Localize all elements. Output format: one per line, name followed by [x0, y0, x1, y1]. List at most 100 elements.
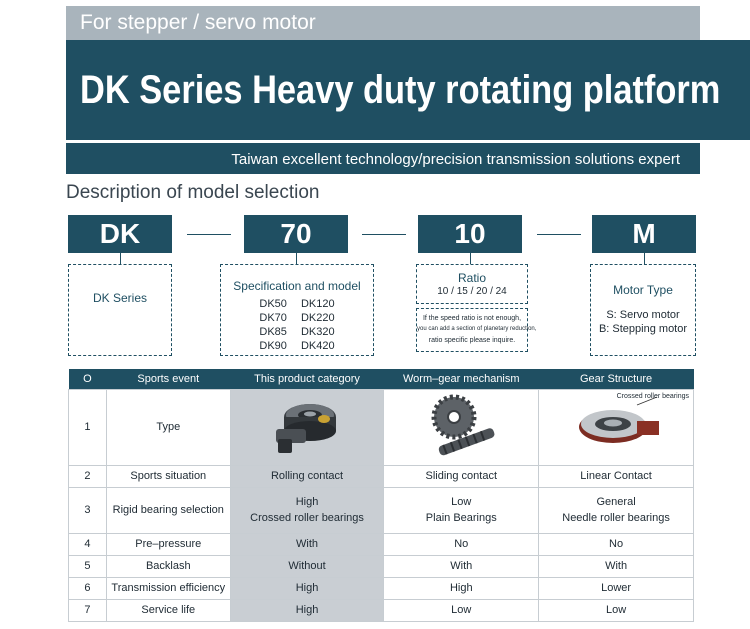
product-image-cell: [229, 388, 385, 466]
gear-image-cell: Crossed roller bearings: [538, 388, 694, 466]
row-event: Pre–pressure: [105, 532, 231, 556]
row-worm: High: [383, 576, 540, 600]
row-num: 3: [68, 486, 107, 534]
motor-stepping: B: Stepping motor: [598, 323, 688, 335]
header-product: This product category: [230, 369, 384, 389]
connector-line: [296, 253, 297, 264]
row-event: Type: [105, 388, 231, 466]
spec-models-left: DK50 DK70 DK85 DK90: [259, 297, 287, 353]
table-row: 6 Transmission efficiency High High Lowe…: [68, 576, 694, 600]
code-box-spec: 70: [244, 215, 348, 253]
row-num: 5: [68, 554, 107, 578]
model-item: DK320: [300, 326, 335, 338]
model-item: DK420: [300, 340, 335, 352]
model-item: DK85: [259, 326, 287, 338]
ratio-desc-box: Ratio 10 / 15 / 20 / 24: [416, 264, 528, 304]
row-event: Backlash: [105, 554, 231, 578]
row-product-line: High: [295, 496, 319, 508]
row-product: Rolling contact: [229, 464, 385, 488]
page-title: DK Series Heavy duty rotating platform: [80, 68, 721, 112]
row-worm-line: Low: [451, 496, 472, 508]
table-row: 5 Backlash Without With With: [68, 554, 694, 578]
model-item: DK70: [259, 312, 287, 324]
row-worm-line: Plain Bearings: [425, 512, 497, 524]
code-separator: [537, 234, 581, 235]
connector-line: [644, 253, 645, 264]
connector-line: [470, 253, 471, 264]
spec-models: DK50 DK70 DK85 DK90 DK120 DK220 DK320 DK…: [221, 297, 373, 353]
row-event: Rigid bearing selection: [105, 486, 231, 534]
row-event: Transmission efficiency: [105, 576, 231, 600]
spec-title: Specification and model: [233, 279, 361, 293]
header-event: Sports event: [106, 369, 231, 389]
worm-image-cell: [383, 388, 540, 466]
code-box-motor: M: [592, 215, 696, 253]
table-row: 2 Sports situation Rolling contact Slidi…: [68, 464, 694, 488]
motor-servo: S: Servo motor: [606, 309, 680, 321]
row-product: High Crossed roller bearings: [229, 486, 385, 534]
row-worm: Low Plain Bearings: [383, 486, 540, 534]
spec-desc-box: Specification and model DK50 DK70 DK85 D…: [220, 264, 374, 356]
ratio-note-line: If the speed ratio is not enough,: [422, 315, 522, 322]
header-title-band: DK Series Heavy duty rotating platform: [66, 40, 750, 140]
table-header-row: O Sports event This product category Wor…: [68, 369, 694, 389]
ratio-values: 10 / 15 / 20 / 24: [437, 286, 507, 297]
table-row: 1 Type: [68, 388, 694, 466]
row-gear: With: [538, 554, 694, 578]
motor-title: Motor Type: [613, 283, 673, 297]
model-item: DK50: [259, 298, 287, 310]
header-gear: Gear Structure: [538, 369, 694, 389]
row-worm: With: [383, 554, 540, 578]
table-row: 7 Service life High Low Low: [68, 598, 694, 622]
gear-structure-image: [579, 396, 660, 443]
row-gear-line: General: [596, 496, 636, 508]
row-event: Sports situation: [105, 464, 231, 488]
code-separator: [187, 234, 231, 235]
row-gear: Low: [538, 598, 694, 622]
ratio-note-box: If the speed ratio is not enough, you ca…: [416, 308, 537, 352]
selection-title: Description of model selection: [66, 182, 320, 203]
row-gear: Linear Contact: [538, 464, 694, 488]
row-num: 7: [68, 598, 107, 622]
code-separator: [362, 234, 406, 235]
row-product: Without: [229, 554, 385, 578]
row-product: High: [229, 598, 385, 622]
connector-line: [120, 253, 121, 264]
comparison-table: O Sports event This product category Wor…: [68, 369, 694, 622]
row-event: Service life: [105, 598, 231, 622]
row-num: 6: [68, 576, 107, 600]
ratio-note-line: you can add a section of planetary reduc…: [417, 326, 537, 332]
header-top-band: For stepper / servo motor: [66, 6, 700, 40]
row-product-line: Crossed roller bearings: [250, 512, 364, 524]
series-label: DK Series: [92, 291, 148, 305]
header-top-label: For stepper / servo motor: [80, 11, 316, 34]
code-box-series: DK: [68, 215, 172, 253]
worm-gear-image: [431, 394, 495, 455]
code-box-ratio: 10: [418, 215, 522, 253]
row-worm: Sliding contact: [383, 464, 540, 488]
header-subtitle-band: Taiwan excellent technology/precision tr…: [66, 140, 700, 174]
header-worm: Worm–gear mechanism: [383, 369, 539, 389]
series-desc-box: DK Series: [68, 264, 172, 356]
page-subtitle: Taiwan excellent technology/precision tr…: [231, 151, 680, 168]
model-item: DK120: [300, 298, 335, 310]
row-worm: Low: [383, 598, 540, 622]
model-item: DK220: [300, 312, 335, 324]
table-row: 4 Pre–pressure With No No: [68, 532, 694, 556]
row-gear: Lower: [538, 576, 694, 600]
row-product: High: [229, 576, 385, 600]
ratio-title: Ratio: [457, 271, 486, 285]
row-num: 2: [68, 464, 107, 488]
row-gear-line: Needle roller bearings: [562, 512, 670, 524]
motor-desc-box: Motor Type S: Servo motor B: Stepping mo…: [590, 264, 696, 356]
row-num: 1: [68, 388, 107, 466]
header-num: O: [68, 369, 107, 389]
ratio-note-line: ratio specific please inquire.: [428, 337, 516, 344]
row-product: With: [229, 532, 385, 556]
row-worm: No: [383, 532, 540, 556]
rotating-platform-image: [276, 403, 337, 453]
row-num: 4: [68, 532, 107, 556]
model-item: DK90: [259, 340, 287, 352]
row-gear: General Needle roller bearings: [538, 486, 694, 534]
table-row: 3 Rigid bearing selection High Crossed r…: [68, 486, 694, 534]
